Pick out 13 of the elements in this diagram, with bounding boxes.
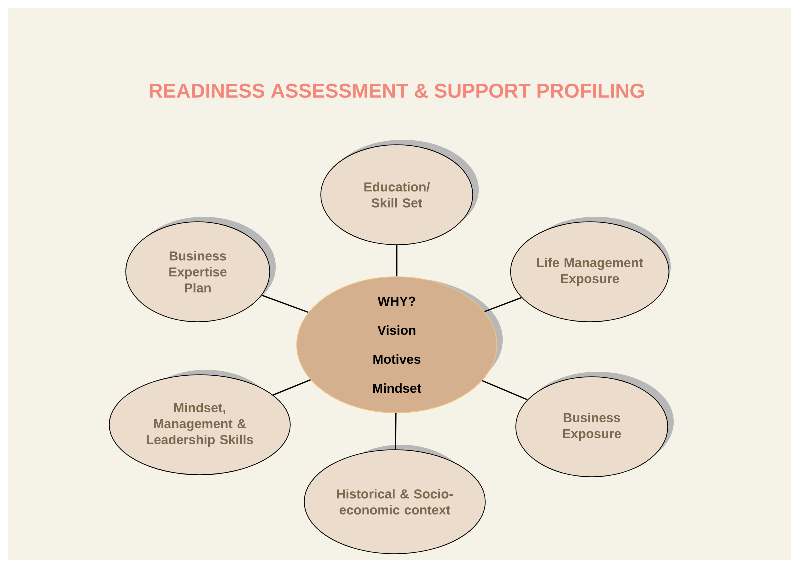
connector-line <box>396 245 398 277</box>
connector-line <box>395 413 397 450</box>
ellipse-node: Business Expertise Plan <box>126 217 276 322</box>
ellipse-node: Business Exposure <box>516 372 674 478</box>
ellipse-node: Education/ Skill Set <box>320 140 479 246</box>
ellipse-node: Historical & Socio-economic context <box>304 445 486 554</box>
connector-line <box>482 380 528 401</box>
connector-line <box>262 294 309 314</box>
connector-line <box>273 379 311 396</box>
ellipse-node: Mindset, Management & Leadership Skills <box>109 370 291 476</box>
ellipse-node: Life Management Exposure <box>510 217 671 322</box>
title: READINESS ASSESSMENT & SUPPORT PROFILING <box>150 84 644 98</box>
connector-line <box>484 297 522 312</box>
